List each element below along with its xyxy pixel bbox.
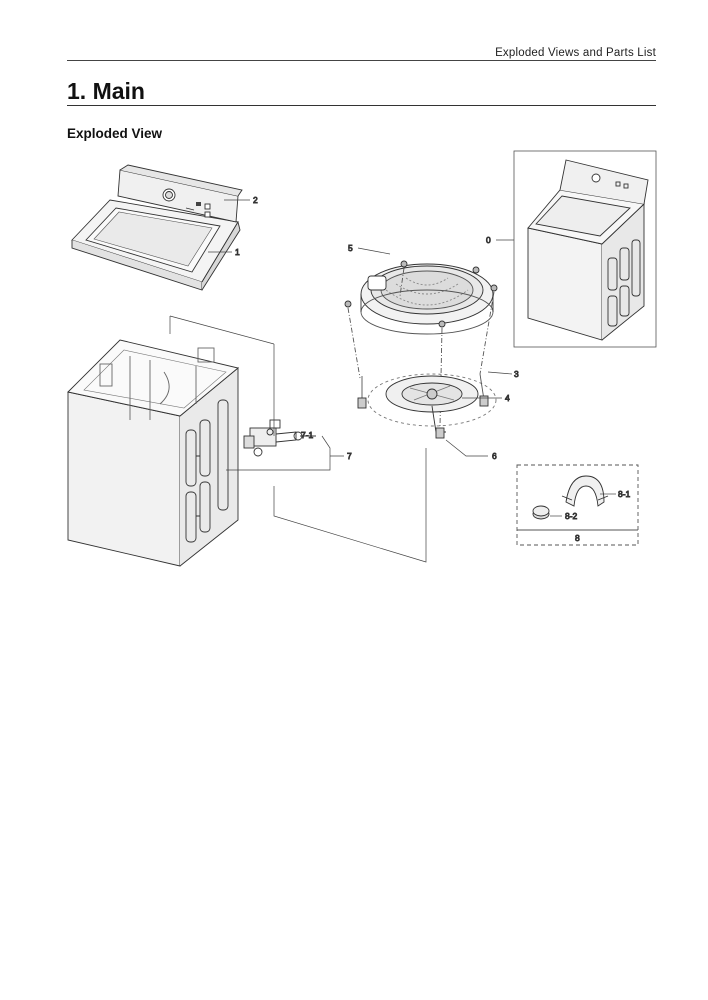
callout-1: 1	[235, 247, 240, 257]
callout-8: 8	[575, 533, 580, 543]
callout-2: 2	[253, 195, 258, 205]
callout-3: 3	[514, 369, 519, 379]
callout-4: 4	[505, 393, 510, 403]
water-valve-assembly	[243, 419, 316, 457]
callout-6: 6	[492, 451, 497, 461]
tub-assembly	[344, 260, 498, 439]
assembled-machine-view	[513, 150, 657, 348]
callout-7-1: 7-1	[301, 430, 314, 440]
header-rule	[67, 60, 656, 61]
section-title: Exploded View	[67, 126, 163, 141]
callout-7: 7	[347, 451, 352, 461]
running-header: Exploded Views and Parts List	[495, 47, 656, 59]
callout-8-2: 8-2	[565, 511, 578, 521]
parts-kit-8	[516, 464, 639, 546]
callout-5: 5	[348, 243, 353, 253]
cabinet-body	[67, 339, 239, 567]
page-title: 1. Main	[67, 78, 145, 104]
callout-labels: 2 1 0 5 3 4 6 7-1 7 8-1 8-2 8	[235, 195, 631, 544]
callout-8-1: 8-1	[618, 489, 631, 499]
callout-0: 0	[486, 235, 491, 245]
title-rule	[67, 105, 656, 106]
top-cover-assembly	[71, 164, 243, 291]
leader-lines	[169, 199, 616, 563]
